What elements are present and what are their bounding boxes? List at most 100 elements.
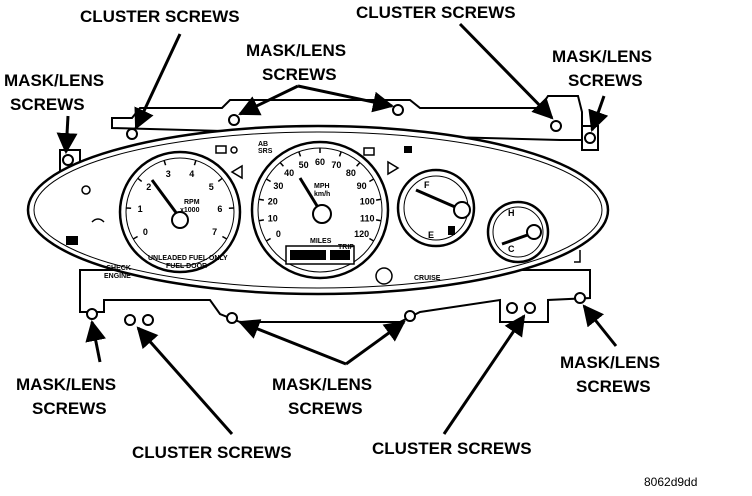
callout-mask-lens-top-center-2: SCREWS [262, 65, 337, 84]
fuel-gauge: F E [396, 168, 476, 248]
screw [126, 128, 138, 140]
callout-mask-lens-top-center: MASK/LENS [246, 41, 346, 60]
arrow [582, 304, 618, 347]
screw [584, 132, 596, 144]
tach-tick-label-mark [222, 235, 228, 240]
arrow [238, 319, 347, 366]
speedo-tick-label: 50 [299, 160, 309, 170]
tach-tick-label-mark [137, 177, 143, 182]
screw [86, 308, 98, 320]
tach-label: RPM [184, 199, 200, 206]
temperature-gauge: H C [486, 200, 550, 264]
callout-mask-lens-bottom-left: MASK/LENS [16, 375, 116, 394]
oil-pressure-icon [81, 185, 91, 195]
left-turn-signal-icon [230, 164, 243, 180]
speedo-tick-label: 30 [273, 181, 283, 191]
arrow [85, 319, 107, 363]
tach-tick-label: 3 [166, 169, 171, 179]
speedo-tick-label: 60 [315, 157, 325, 167]
arrow [588, 95, 609, 132]
callout-mask-lens-left-2: SCREWS [10, 95, 85, 114]
tach-tick-label: 6 [217, 204, 222, 214]
coolant-icon [574, 250, 581, 263]
arrow [56, 115, 78, 155]
screw [392, 104, 404, 116]
high-beam-icon [404, 146, 412, 153]
speedo-tick-label: 120 [354, 229, 369, 239]
airbag-label: AB [258, 141, 268, 148]
tach-tick-label: 4 [189, 169, 194, 179]
speedo-tick-label: 40 [284, 168, 294, 178]
speedo-tick-label: 70 [331, 160, 341, 170]
speedo-tick-label-mark [369, 178, 375, 183]
arrow [442, 314, 526, 435]
callout-mask-lens-bottom-right: MASK/LENS [560, 353, 660, 372]
engine-icon [66, 236, 78, 245]
speedo-tick-label: 110 [360, 213, 375, 223]
speedo-tick-label-mark [265, 178, 271, 183]
screw [124, 314, 136, 326]
odometer-label: MILES [310, 238, 332, 245]
speedo-tick-label-mark [375, 198, 382, 201]
fuel-empty-mark: E [428, 230, 434, 240]
callout-cluster-screws-top-left: CLUSTER SCREWS [80, 7, 240, 26]
fuel-full-mark: F [424, 180, 430, 190]
check-engine-label: CHECK [106, 265, 131, 272]
trip-label: TRIP [338, 244, 354, 251]
callout-mask-lens-bottom-center: MASK/LENS [272, 375, 372, 394]
tach-tick-label: 7 [212, 227, 217, 237]
callout-mask-lens-right-2: SCREWS [568, 71, 643, 90]
tach-tick-label: 2 [146, 182, 151, 192]
check-engine-label-2: ENGINE [104, 273, 131, 280]
callout-mask-lens-bottom-right-2: SCREWS [576, 377, 651, 396]
tach-tick-label: 1 [138, 204, 143, 214]
cruise-label: CRUISE [414, 275, 441, 282]
callout-mask-lens-right: MASK/LENS [552, 47, 652, 66]
tach-tick-label-mark [163, 160, 167, 166]
arrow [458, 22, 554, 120]
tach-tick-label-mark [217, 177, 223, 182]
screw [524, 302, 536, 314]
speedo-tick-label: 0 [276, 229, 281, 239]
speedo-tick-label: 90 [357, 181, 367, 191]
callout-mask-lens-bottom-left-2: SCREWS [32, 399, 107, 418]
speedo-tick-label: 10 [268, 213, 278, 223]
screw [506, 302, 518, 314]
washer-icon [91, 218, 105, 223]
speedo-label-units: km/h [314, 191, 330, 198]
speedo-tick-label-mark [375, 219, 382, 222]
screw [550, 120, 562, 132]
battery-icon [215, 145, 227, 154]
cluster-inner-oval [33, 131, 603, 289]
tachometer: 0 1 2 3 4 5 6 7 RPM x1000 UNLEADED FUEL ONLY FU… [118, 150, 242, 274]
tach-tick-label-mark [132, 235, 138, 240]
speedo-tick-label-mark [338, 151, 342, 157]
tach-tick-label: 0 [143, 227, 148, 237]
speedo-tick-label-mark [298, 151, 302, 157]
speedo-tick-label: 20 [268, 197, 278, 207]
tach-needle [150, 179, 182, 219]
callout-cluster-screws-bottom-right: CLUSTER SCREWS [372, 439, 532, 458]
arrow [345, 320, 406, 366]
airbag-label-srs: SRS [258, 148, 273, 155]
fuel-door-notice: FUEL DOOR [166, 263, 207, 270]
screw [574, 292, 586, 304]
temp-cold-mark: C [508, 244, 515, 254]
callout-arrows [56, 22, 618, 435]
speedo-tick-label: 80 [346, 168, 356, 178]
speedo-tick-label-mark [265, 237, 271, 242]
tach-label-units: x1000 [180, 207, 200, 214]
screw [228, 114, 240, 126]
unleaded-fuel-notice: UNLEADED FUEL ONLY [148, 255, 228, 262]
trip-reset-button [375, 267, 393, 285]
tach-tick-label: 5 [209, 182, 214, 192]
screw [226, 312, 238, 324]
right-turn-signal-icon [387, 160, 400, 176]
callout-cluster-screws-bottom-left: CLUSTER SCREWS [132, 443, 292, 462]
speedo-tick-label: 100 [360, 197, 375, 207]
callout-cluster-screws-top-right: CLUSTER SCREWS [356, 3, 516, 22]
temp-hot-mark: H [508, 208, 515, 218]
callout-labels: CLUSTER SCREWS CLUSTER SCREWS MASK/LENS … [4, 3, 660, 462]
